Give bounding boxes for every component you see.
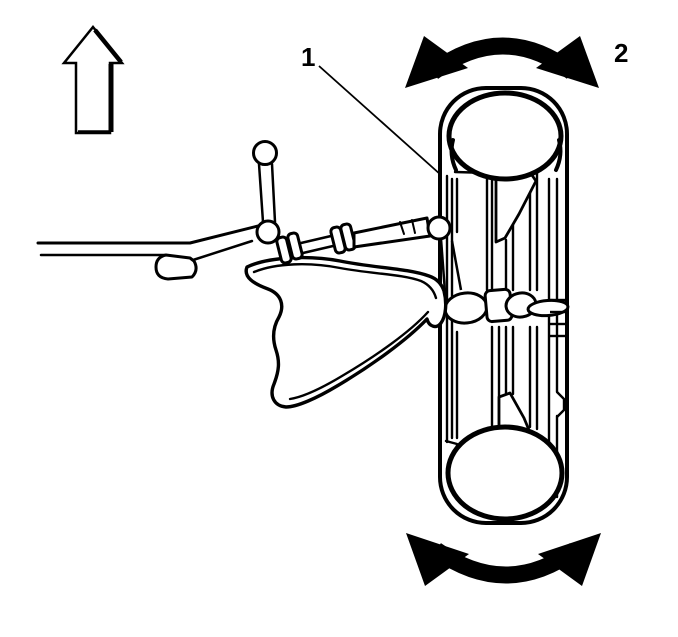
control-arm-outline [244,255,448,409]
sidewall-notch [556,391,566,418]
steering-rack-line-upper [36,223,264,245]
lower-control-arm [244,255,448,409]
knuckle-line-2 [450,240,463,291]
tie-rod-lower-edge [191,239,254,262]
tread-ladder-detail [550,298,566,418]
tie-rod-ball-joint [426,215,452,241]
callout-1-leader-line [318,65,442,176]
tie-rod-ring-2 [286,231,304,261]
knuckle-line-1 [439,238,447,293]
control-arm-inner-line-bottom [288,310,430,401]
steering-linkage [36,140,452,281]
tire-top-bead-right [554,138,563,172]
tire-top-sidewall [446,90,564,182]
up-arrow-icon [61,25,125,135]
stabilizer-link-bottom-ball [255,219,281,245]
stabilizer-link [252,140,281,245]
curved-double-arrow-top-icon [405,36,599,88]
control-arm-inner-line-top [252,263,438,300]
callout-1-label: 1 [301,42,315,72]
tie-rod-ring-1 [275,235,293,265]
callouts: 1 2 [301,38,628,176]
stabilizer-link-top-ball [252,140,278,166]
callout-2-label: 2 [614,38,628,68]
curved-double-arrow-bottom-icon [406,533,601,586]
tire-top-bead-left [449,138,458,172]
inner-tie-rod-socket [154,253,198,281]
tire-bottom-sidewall [445,424,565,522]
